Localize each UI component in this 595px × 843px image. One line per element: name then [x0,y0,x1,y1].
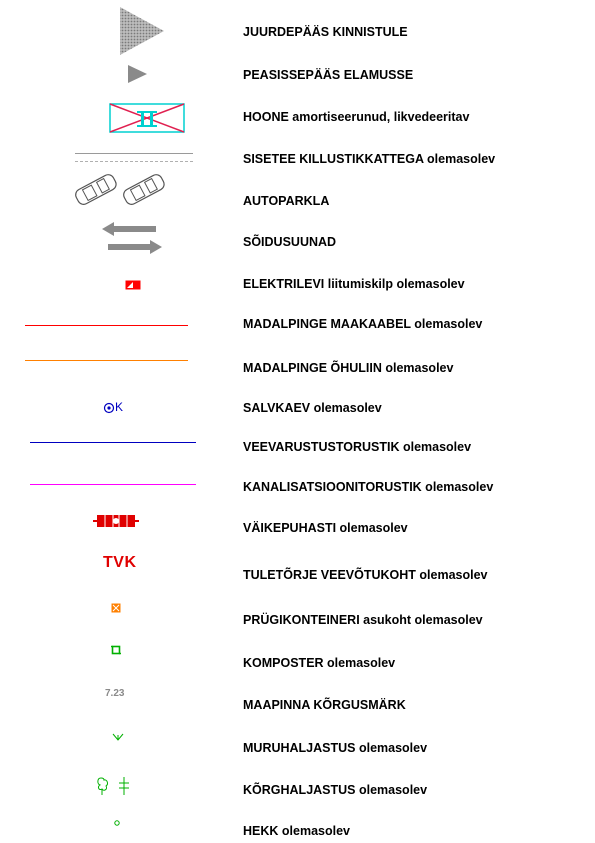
blue-line-icon [30,442,196,443]
orange-square-icon [111,603,121,613]
legend-label-hedge: HEKK olemasolev [243,824,350,838]
tvk-text-icon: TVK [103,554,137,571]
cars-icon [75,174,165,205]
legend-label-trees: KÕRGHALJASTUS olemasolev [243,783,428,797]
legend-label-composter: KOMPOSTER olemasolev [243,656,396,670]
legend-label-lv-overhead: MADALPINGE ÕHULIIN olemasolev [243,361,454,375]
legend-label-access: JUURDEPÄÄS KINNISTULE [243,25,408,39]
red-box-icon [125,280,141,290]
legend-label-electric: ELEKTRILEVI liitumiskilp olemasolev [243,277,465,291]
double-gray-line-icon [75,153,193,154]
tree-icon [97,777,129,795]
legend-label-lv-cable: MADALPINGE MAAKAABEL olemasolev [243,317,483,331]
legend-label-traffic: SÕIDUSUUNAD [243,235,337,249]
legend-label-waste: PRÜGIKONTEINERI asukoht olemasolev [243,613,483,627]
elevation-number-icon: 7.23 [105,688,125,699]
legend-label-sewer: KANALISATSIOONITORUSTIK olemasolev [243,480,494,494]
legend-label-lawn: MURUHALJASTUS olemasolev [243,741,428,755]
well-symbol-text: K [115,400,124,414]
green-square-icon [111,645,121,655]
legend-label-road: SISETEE KILLUSTIKKATTEGA olemasolev [243,152,496,166]
legend-label-parking: AUTOPARKLA [243,194,330,208]
legend-label-entrance: PEASISSEPÄÄS ELAMUSSE [243,68,414,82]
orange-line-icon [25,360,188,361]
legend-label-well: SALVKAEV olemasolev [243,401,382,415]
large-dotted-triangle-icon [120,7,164,55]
small-circle-icon [114,820,120,826]
double-gray-line-icon-lower [75,161,193,162]
small-triangle-icon [128,65,147,83]
legend-label-fire: TULETÕRJE VEEVÕTUKOHT olemasolev [243,568,488,582]
well-symbol-icon [103,402,115,414]
legend-label-water: VEEVARUSTUSTORUSTIK olemasolev [243,440,472,454]
crossed-building-icon [109,103,185,133]
two-way-arrows-icon [102,222,162,254]
treatment-plant-icon [93,513,139,529]
red-line-icon [25,325,188,326]
legend-label-building: HOONE amortiseerunud, likvedeeritav [243,110,470,124]
grass-icon [112,733,124,741]
magenta-line-icon [30,484,196,485]
legend-label-elevation: MAAPINNA KÕRGUSMÄRK [243,698,406,712]
legend-label-treatment: VÄIKEPUHASTI olemasolev [243,521,408,535]
